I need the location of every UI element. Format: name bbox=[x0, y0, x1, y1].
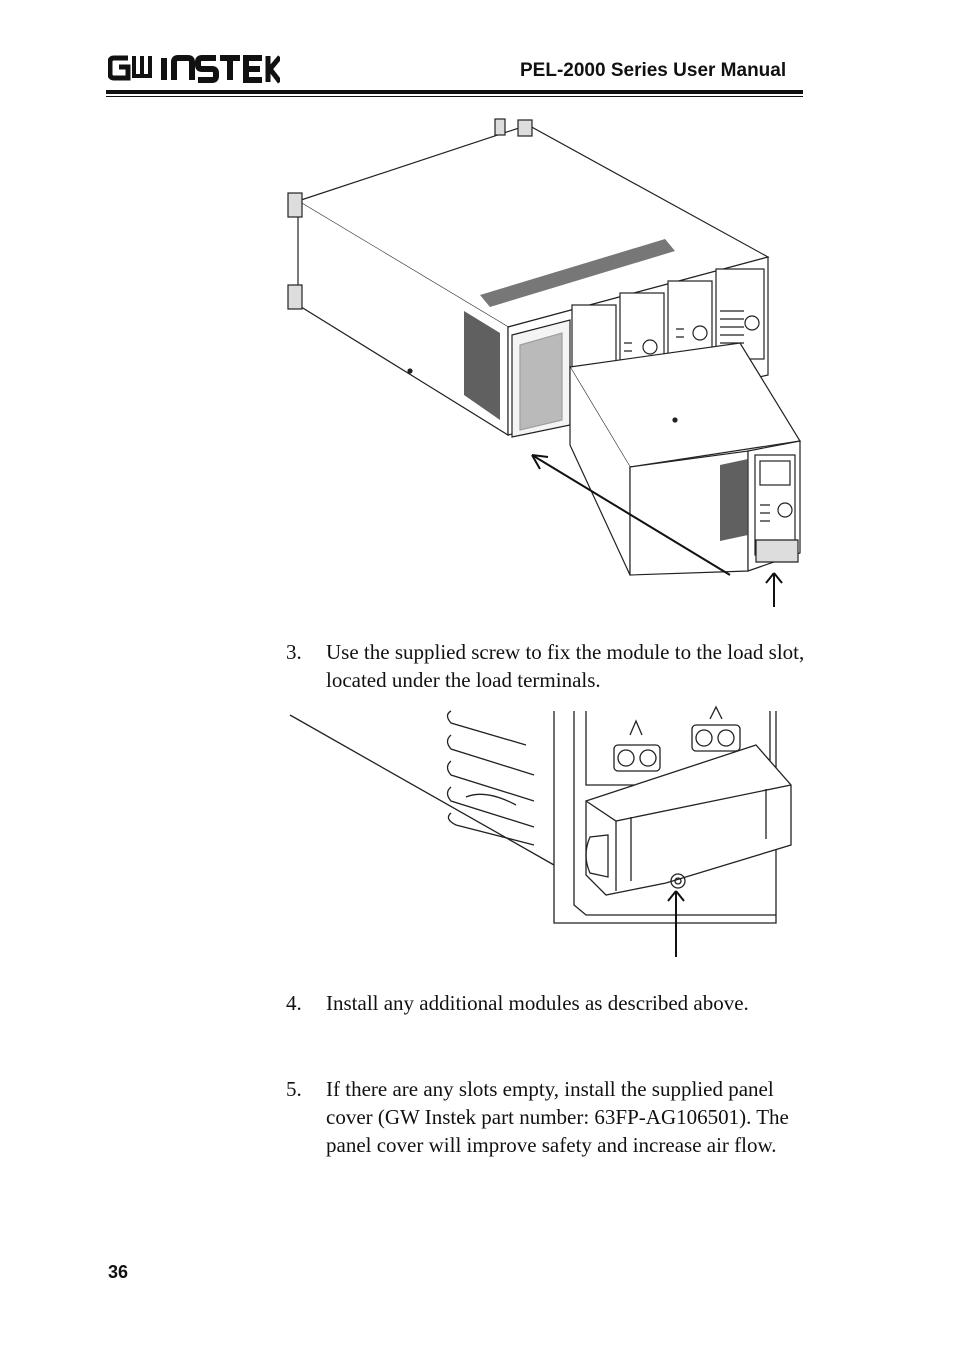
screw-detail-illustration bbox=[289, 705, 792, 957]
step-5: 5. If there are any slots empty, install… bbox=[286, 1075, 816, 1195]
header-rule bbox=[106, 90, 803, 94]
step-number: 4. bbox=[286, 991, 302, 1015]
step-number: 3. bbox=[286, 640, 302, 664]
step-4: 4. Install any additional modules as des… bbox=[286, 989, 816, 1049]
step-3: 3. Use the supplied screw to fix the mod… bbox=[286, 638, 816, 698]
manual-title: PEL-2000 Series User Manual bbox=[520, 60, 787, 81]
page-number: 36 bbox=[108, 1262, 129, 1282]
step-text: Use the supplied screw to fix the module… bbox=[326, 640, 805, 692]
step-number: 5. bbox=[286, 1077, 302, 1101]
gw-instek-logo bbox=[108, 55, 280, 84]
module-insertion-illustration bbox=[287, 118, 801, 607]
step-text: If there are any slots empty, install th… bbox=[326, 1077, 789, 1157]
step-text: Install any additional modules as descri… bbox=[326, 991, 749, 1015]
header-rule-thin bbox=[106, 96, 803, 97]
